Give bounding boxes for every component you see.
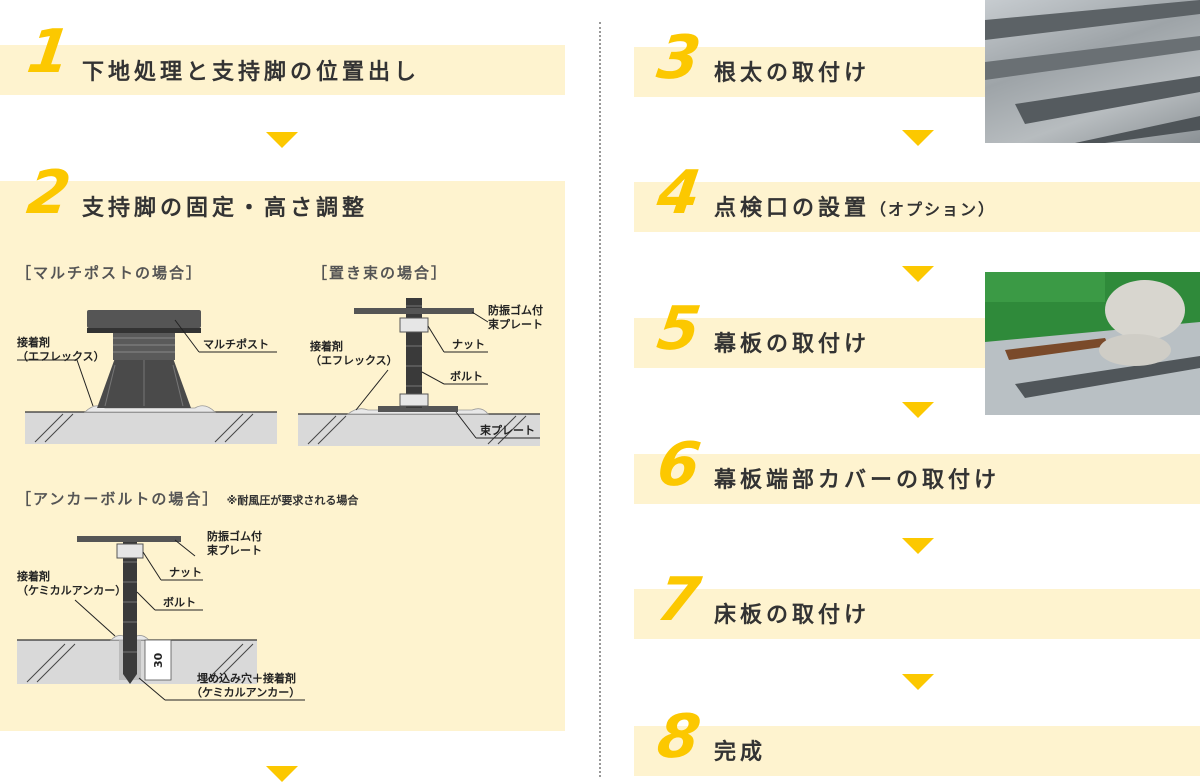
multipost-heading: ［マルチポストの場合］ [16, 264, 204, 282]
depth-box [144, 639, 172, 681]
fascia-photo-detail [985, 272, 1200, 415]
anchor-bolt [123, 540, 137, 684]
step-3-title: 根太の取付け [714, 61, 871, 86]
nut-top [399, 317, 429, 333]
step-3-number: 3 [653, 23, 705, 93]
step-1-title: 下地処理と支持脚の位置出し [82, 60, 421, 85]
anchor-heading: ［アンカーボルトの場合］ ※耐風圧が要求される場合 [16, 488, 358, 509]
fascia-photo [985, 272, 1200, 415]
post-screw [113, 332, 175, 360]
rubber-plate [354, 308, 474, 314]
step-1-number: 1 [23, 17, 75, 87]
anchor-adhesive-sub: （ケミカルアンカー） [17, 584, 126, 597]
multipost-adhesive-label: 接着剤 [17, 335, 50, 349]
bolt-shaft [406, 298, 422, 408]
anchor-hole-sub: （ケミカルアンカー） [191, 686, 300, 699]
step-8-title: 完成 [714, 740, 767, 765]
rubber-plate [77, 536, 181, 542]
step-7-title: 床板の取付け [714, 603, 871, 628]
oki-bolt-label: ボルト [450, 369, 483, 383]
step-4-band [634, 182, 1200, 232]
post-head-plate [87, 310, 201, 328]
oki-base-plate-label: 束プレート [480, 423, 535, 437]
multipost-post-label: マルチポスト [203, 337, 269, 351]
step-4-title-text: 点検口の設置 [714, 196, 871, 221]
adhesive-bead [84, 405, 216, 413]
oki-heading: ［置き束の場合］ [312, 264, 449, 282]
step-7-band [634, 589, 1200, 639]
step-1-band [0, 45, 565, 95]
step-2-number: 2 [23, 158, 75, 228]
step-6-arrow [902, 538, 934, 554]
step-2-title: 支持脚の固定・高さ調整 [82, 196, 369, 221]
step-4-title: 点検口の設置（オプション） [714, 198, 996, 220]
step-1-arrow [266, 132, 298, 148]
step-2-panel [0, 181, 565, 731]
anchor-nut-label: ナット [169, 566, 202, 579]
anchor-diagram: 防振ゴム付 束プレート ナット ボルト 接着剤 （ケミカルアンカー） 30 埋め… [17, 529, 305, 701]
multipost-diagram: 接着剤 （エフレックス） マルチポスト [17, 310, 277, 444]
step-5-title: 幕板の取付け [714, 332, 871, 357]
oki-nut-label: ナット [452, 338, 485, 351]
step-5-arrow [902, 402, 934, 418]
oki-rubber-label: 防振ゴム付 [488, 303, 543, 317]
step-7-number: 7 [653, 565, 705, 635]
anchor-bolt-label: ボルト [163, 595, 196, 609]
anchor-rubber-sub: 束プレート [207, 543, 262, 557]
step-6-number: 6 [653, 430, 705, 500]
step-8-number: 8 [653, 702, 705, 772]
anchor-rubber-label: 防振ゴム付 [207, 529, 262, 543]
multipost-adhesive-sub: （エフレックス） [17, 350, 105, 363]
joist-photo-detail [985, 0, 1200, 143]
step-2-arrow [266, 766, 298, 782]
anchor-hole-label: 埋め込み穴＋接着剤 [197, 671, 296, 685]
step-3-arrow [902, 130, 934, 146]
oki-rubber-sub: 束プレート [488, 317, 543, 331]
step-4-number: 4 [653, 158, 705, 228]
oki-adhesive-sub: （エフレックス） [310, 354, 398, 367]
anchor-depth-label: 30 [152, 652, 165, 668]
ground-slab [25, 412, 277, 444]
nut [116, 543, 144, 559]
anchor-heading-text: ［アンカーボルトの場合］ [16, 490, 220, 508]
step-8-band [634, 726, 1200, 776]
oki-adhesive-label: 接着剤 [310, 339, 343, 353]
anchor-adhesive-label: 接着剤 [17, 569, 50, 583]
step-5-number: 5 [653, 294, 705, 364]
joist-photo [985, 0, 1200, 143]
anchor-note: ※耐風圧が要求される場合 [226, 494, 359, 507]
step-6-band [634, 454, 1200, 504]
ground-slab [298, 414, 540, 446]
step-4-subtitle: （オプション） [870, 200, 997, 219]
step-6-title: 幕板端部カバーの取付け [714, 468, 1001, 493]
column-divider [599, 22, 601, 777]
base-plate [378, 406, 458, 412]
nut-bottom [399, 393, 429, 407]
oki-diagram: 防振ゴム付 束プレート ナット ボルト 接着剤 （エフレックス） 束プレート [298, 298, 543, 446]
step-7-arrow [902, 674, 934, 690]
step-4-arrow [902, 266, 934, 282]
